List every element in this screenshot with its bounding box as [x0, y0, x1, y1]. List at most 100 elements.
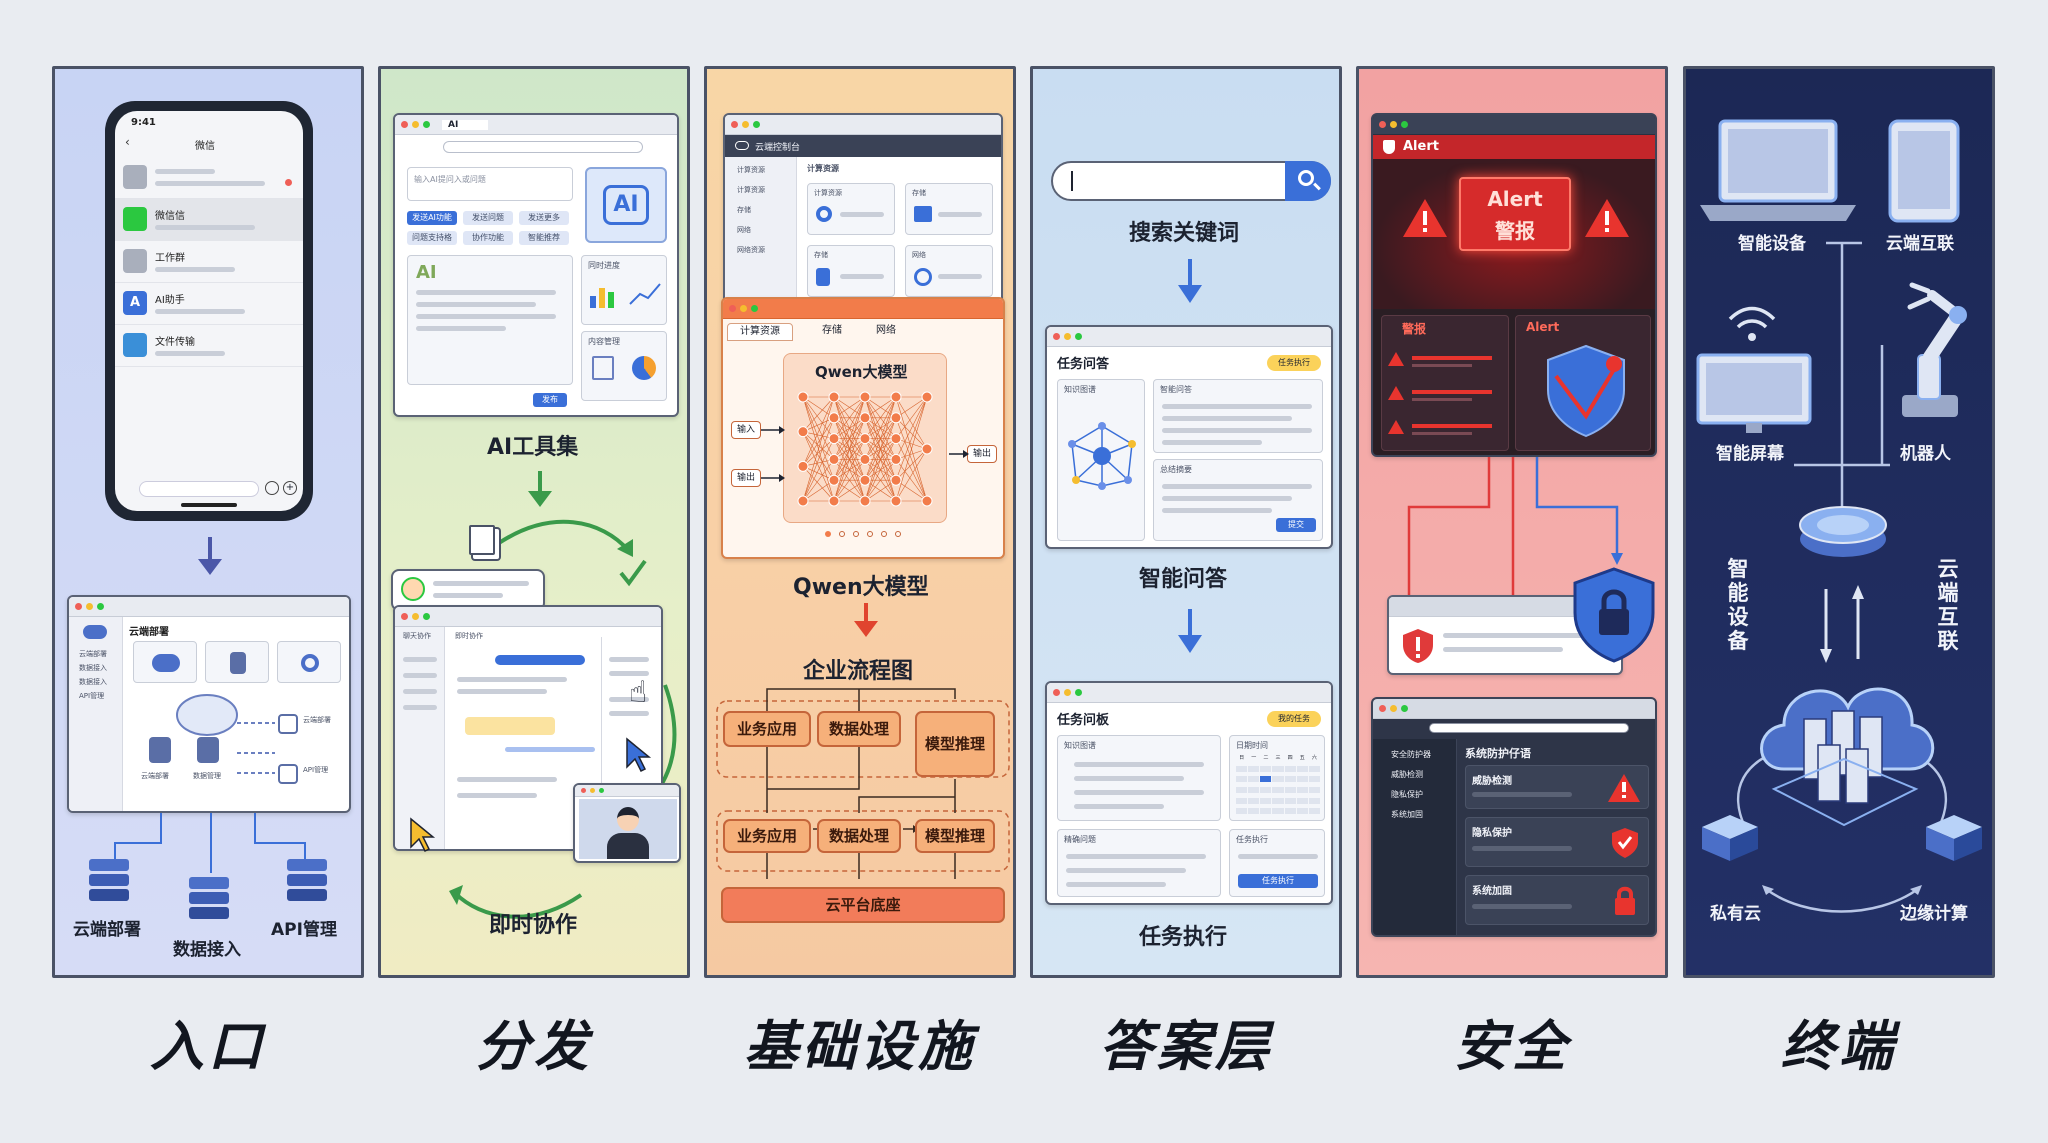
calendar-day[interactable]: [1308, 797, 1320, 804]
calendar-day[interactable]: [1272, 808, 1284, 815]
phone-mockup: 9:41 微信 ‹ 微信信 工作群 A AI助手: [105, 101, 313, 521]
privacy-protect-item[interactable]: 隐私保护: [1465, 817, 1649, 867]
sidebar-item[interactable]: API管理: [79, 692, 105, 700]
card-title: 任务执行: [1236, 835, 1268, 844]
calendar-day[interactable]: [1260, 808, 1272, 815]
sidebar-item[interactable]: 网络: [737, 226, 751, 234]
sidebar-item[interactable]: 计算资源: [737, 186, 765, 194]
task-exec-button[interactable]: 任务执行: [1238, 874, 1318, 888]
label-private-cloud: 私有云: [1710, 904, 1761, 924]
chat-row[interactable]: A AI助手: [115, 283, 303, 325]
panel-answer: 搜索关键词 任务问答 任务执行 知识图谱 智能问答 总结摘要: [1030, 66, 1342, 978]
calendar-day[interactable]: [1296, 797, 1308, 804]
submit-button[interactable]: 提交: [1276, 518, 1316, 532]
address-bar[interactable]: [1429, 723, 1629, 733]
calendar-day[interactable]: [1260, 786, 1272, 793]
prompt-input[interactable]: 输入AI提问入或问题: [407, 167, 573, 201]
calendar-weekday: 日: [1239, 755, 1245, 761]
calendar-day[interactable]: [1236, 765, 1248, 772]
sidebar-item[interactable]: 安全防护器: [1391, 750, 1431, 759]
content-card: 内容管理: [581, 331, 667, 401]
calendar-day[interactable]: [1296, 808, 1308, 815]
calendar-day[interactable]: [1248, 765, 1260, 772]
wechat-icon: [123, 207, 147, 231]
database-icon: [816, 268, 830, 286]
sidebar-item[interactable]: 网络资源: [737, 246, 765, 254]
chat-row[interactable]: 工作群: [115, 241, 303, 283]
back-chevron-icon[interactable]: ‹: [125, 135, 130, 149]
label-ai-tools: AI工具集: [487, 435, 579, 460]
model-tab[interactable]: 存储: [822, 325, 842, 336]
label-smart-screen: 智能屏幕: [1716, 444, 1784, 464]
my-task-badge[interactable]: 我的任务: [1267, 711, 1321, 727]
calendar-day[interactable]: [1248, 797, 1260, 804]
chip[interactable]: 问题支持格: [407, 231, 457, 245]
system-harden-item[interactable]: 系统加固: [1465, 875, 1649, 925]
chat-name: 微信信: [155, 211, 185, 222]
sidebar-item[interactable]: 威胁检测: [1391, 770, 1423, 779]
nn-node: [890, 453, 902, 465]
threat-detect-item[interactable]: 威胁检测: [1465, 765, 1649, 809]
send-button[interactable]: 发布: [533, 393, 567, 407]
chat-row[interactable]: 微信信: [115, 199, 303, 241]
chip[interactable]: 协作功能: [463, 231, 513, 245]
nn-edge: [802, 431, 835, 481]
calendar-day[interactable]: [1236, 808, 1248, 815]
calendar-day[interactable]: [1236, 797, 1248, 804]
calendar-day[interactable]: [1284, 786, 1296, 793]
chip[interactable]: 发送AI功能: [407, 211, 457, 225]
calendar-day[interactable]: [1296, 765, 1308, 772]
model-tab[interactable]: 网络: [876, 325, 896, 336]
calendar-day[interactable]: [1284, 808, 1296, 815]
sidebar-item[interactable]: 系统加固: [1391, 810, 1423, 819]
calendar-day[interactable]: [1272, 786, 1284, 793]
address-bar[interactable]: [443, 141, 643, 153]
task-badge[interactable]: 任务执行: [1267, 355, 1321, 371]
chat-row[interactable]: [115, 157, 303, 199]
calendar-day[interactable]: [1260, 776, 1272, 783]
calendar-day[interactable]: [1272, 776, 1284, 783]
calendar-day[interactable]: [1308, 808, 1320, 815]
calendar-day[interactable]: [1308, 776, 1320, 783]
server-stack-icon: [89, 859, 129, 903]
sidebar-item[interactable]: 数据接入: [79, 664, 107, 672]
chip[interactable]: 智能推荐: [519, 231, 569, 245]
calendar-day[interactable]: [1284, 765, 1296, 772]
chip[interactable]: 发送问题: [463, 211, 513, 225]
chip[interactable]: 发送更多: [519, 211, 569, 225]
sidebar-item[interactable]: 云端部署: [79, 650, 107, 658]
calendar-day[interactable]: [1248, 808, 1260, 815]
calendar-day[interactable]: [1284, 797, 1296, 804]
calendar-day[interactable]: [1248, 776, 1260, 783]
calendar-day[interactable]: [1260, 765, 1272, 772]
calendar-day[interactable]: [1260, 797, 1272, 804]
sidebar-item[interactable]: 数据接入: [79, 678, 107, 686]
calendar-day[interactable]: [1308, 786, 1320, 793]
browser-tab[interactable]: AI: [442, 119, 489, 130]
emoji-icon[interactable]: [265, 481, 279, 495]
calendar-weekday: 一: [1251, 755, 1257, 761]
search-button[interactable]: [1285, 161, 1331, 201]
panel-distribution: AI 输入AI提问入或问题 发送AI功能 发送问题 发送更多 问题支持格 协作功…: [378, 66, 690, 978]
calendar-day[interactable]: [1272, 765, 1284, 772]
resource-card: 计算资源: [807, 183, 895, 235]
calendar-day[interactable]: [1296, 776, 1308, 783]
calendar-day[interactable]: [1308, 765, 1320, 772]
calendar-day[interactable]: [1272, 797, 1284, 804]
collab-tab[interactable]: 即时协作: [455, 632, 483, 640]
chat-row[interactable]: 文件传输: [115, 325, 303, 367]
sidebar-item[interactable]: 隐私保护: [1391, 790, 1423, 799]
calendar-day[interactable]: [1296, 786, 1308, 793]
collab-tab[interactable]: 聊天协作: [403, 632, 431, 640]
sidebar-item[interactable]: 存储: [737, 206, 751, 214]
search-input[interactable]: [1051, 161, 1331, 201]
calendar-day[interactable]: [1248, 786, 1260, 793]
calendar-day[interactable]: [1236, 786, 1248, 793]
model-tab[interactable]: 计算资源: [727, 323, 793, 341]
nn-node: [828, 474, 840, 486]
message-input[interactable]: [139, 481, 259, 497]
plus-icon[interactable]: +: [283, 481, 297, 495]
sidebar-item[interactable]: 计算资源: [737, 166, 765, 174]
calendar-day[interactable]: [1284, 776, 1296, 783]
calendar-day[interactable]: [1236, 776, 1248, 783]
